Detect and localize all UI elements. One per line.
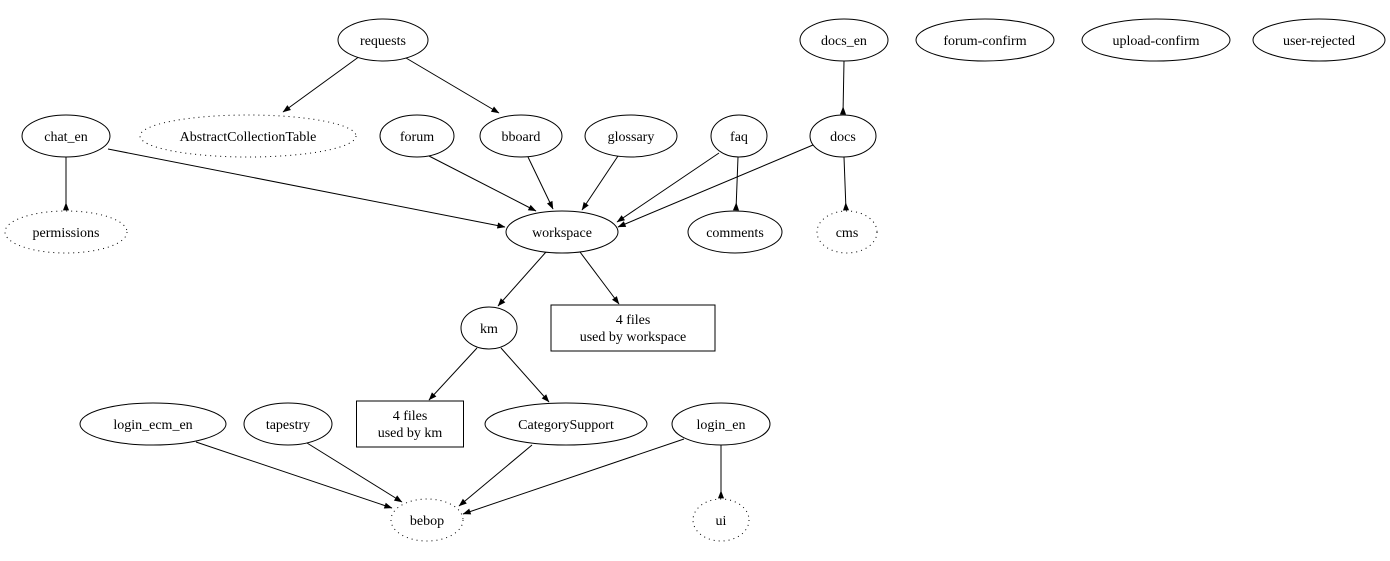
node-faq: faq xyxy=(710,114,768,158)
node-shape xyxy=(710,114,768,158)
node-permissions: permissions xyxy=(4,210,128,254)
node-label: upload-confirm xyxy=(1112,34,1199,49)
node-requests: requests xyxy=(337,18,429,62)
node-bebop: bebop xyxy=(390,498,464,542)
node-shape xyxy=(460,306,518,350)
node-label: docs xyxy=(830,130,856,145)
edge-km-CategorySupport xyxy=(500,347,550,403)
edge-requests-bboard xyxy=(405,57,500,114)
node-shape xyxy=(356,400,464,448)
node-label: login_ecm_en xyxy=(113,418,192,433)
node-label: bebop xyxy=(410,514,444,529)
node-shape xyxy=(139,114,357,158)
node-shape xyxy=(1081,18,1231,62)
edge-tapestry-bebop xyxy=(306,442,403,503)
node-label: AbstractCollectionTable xyxy=(180,130,317,145)
node-label: km xyxy=(480,322,498,337)
edge-login_ecm_en-bebop xyxy=(195,441,393,509)
edge-login_en-bebop xyxy=(462,438,685,515)
edge-docs-cms xyxy=(842,156,850,211)
node-label: permissions xyxy=(33,226,100,241)
node-shape xyxy=(505,210,619,254)
node-forum-confirm: forum-confirm xyxy=(915,18,1055,62)
node-user-rejected: user-rejected xyxy=(1252,18,1386,62)
node-upload-confirm: upload-confirm xyxy=(1081,18,1231,62)
node-label: comments xyxy=(706,226,764,241)
node-shape xyxy=(799,18,889,62)
node-shape xyxy=(390,498,464,542)
node-shape xyxy=(484,402,648,446)
node-label: forum xyxy=(400,130,434,145)
node-label: docs_en xyxy=(821,34,867,49)
node-shape xyxy=(479,114,563,158)
node-label: chat_en xyxy=(44,130,88,145)
node-shape xyxy=(584,114,678,158)
node-label: 4 files xyxy=(616,313,651,328)
edge-forum-workspace xyxy=(428,155,537,212)
node-files_used_by_km: 4 files used by km xyxy=(356,400,464,448)
edge-docs_en-docs xyxy=(839,60,847,115)
node-label: requests xyxy=(360,34,406,49)
node-workspace: workspace xyxy=(505,210,619,254)
node-label: glossary xyxy=(608,130,655,145)
node-shape xyxy=(671,402,771,446)
node-shape xyxy=(1252,18,1386,62)
edge-bboard-workspace xyxy=(527,156,554,210)
node-shape xyxy=(915,18,1055,62)
node-CategorySupport: CategorySupport xyxy=(484,402,648,446)
node-shape xyxy=(79,402,227,446)
node-comments: comments xyxy=(687,210,783,254)
node-files_used_by_workspace: 4 files used by workspace xyxy=(550,304,716,352)
node-label: ui xyxy=(716,514,727,529)
node-glossary: glossary xyxy=(584,114,678,158)
node-shape xyxy=(337,18,429,62)
edge-requests-AbstractCollectionTable xyxy=(282,55,361,113)
node-label: login_en xyxy=(697,418,746,433)
node-label: cms xyxy=(836,226,859,241)
node-label: faq xyxy=(730,130,748,145)
node-bboard: bboard xyxy=(479,114,563,158)
node-shape xyxy=(379,114,455,158)
node-label: forum-confirm xyxy=(943,34,1026,49)
node-label: tapestry xyxy=(266,418,310,433)
edge-docs-workspace xyxy=(617,144,814,228)
node-login_en: login_en xyxy=(671,402,771,446)
node-shape xyxy=(4,210,128,254)
edge-glossary-workspace xyxy=(581,155,619,211)
node-km: km xyxy=(460,306,518,350)
node-forum: forum xyxy=(379,114,455,158)
node-docs_en: docs_en xyxy=(799,18,889,62)
node-shape xyxy=(21,114,111,158)
node-ui: ui xyxy=(692,498,750,542)
node-shape xyxy=(687,210,783,254)
node-shape xyxy=(243,402,333,446)
edge-workspace-files_used_by_workspace xyxy=(579,251,620,305)
node-chat_en: chat_en xyxy=(21,114,111,158)
node-label: bboard xyxy=(502,130,541,145)
node-label: workspace xyxy=(532,226,592,241)
node-label: 4 files xyxy=(393,409,428,424)
node-docs: docs xyxy=(809,114,877,158)
edge-km-files_used_by_km xyxy=(428,347,478,401)
node-label: used by km xyxy=(378,426,443,441)
node-shape xyxy=(809,114,877,158)
node-shape xyxy=(550,304,716,352)
node-AbstractCollectionTable: AbstractCollectionTable xyxy=(139,114,357,158)
node-label: user-rejected xyxy=(1283,34,1355,49)
edge-faq-comments xyxy=(732,156,740,211)
node-shape xyxy=(816,210,878,254)
node-label: used by workspace xyxy=(580,330,687,345)
edge-faq-workspace xyxy=(616,152,720,223)
edge-workspace-km xyxy=(497,251,547,307)
node-label: CategorySupport xyxy=(518,418,614,433)
node-cms: cms xyxy=(816,210,878,254)
node-login_ecm_en: login_ecm_en xyxy=(79,402,227,446)
node-shape xyxy=(692,498,750,542)
edge-chat_en-workspace xyxy=(107,148,506,229)
node-tapestry: tapestry xyxy=(243,402,333,446)
edge-CategorySupport-bebop xyxy=(458,444,533,507)
